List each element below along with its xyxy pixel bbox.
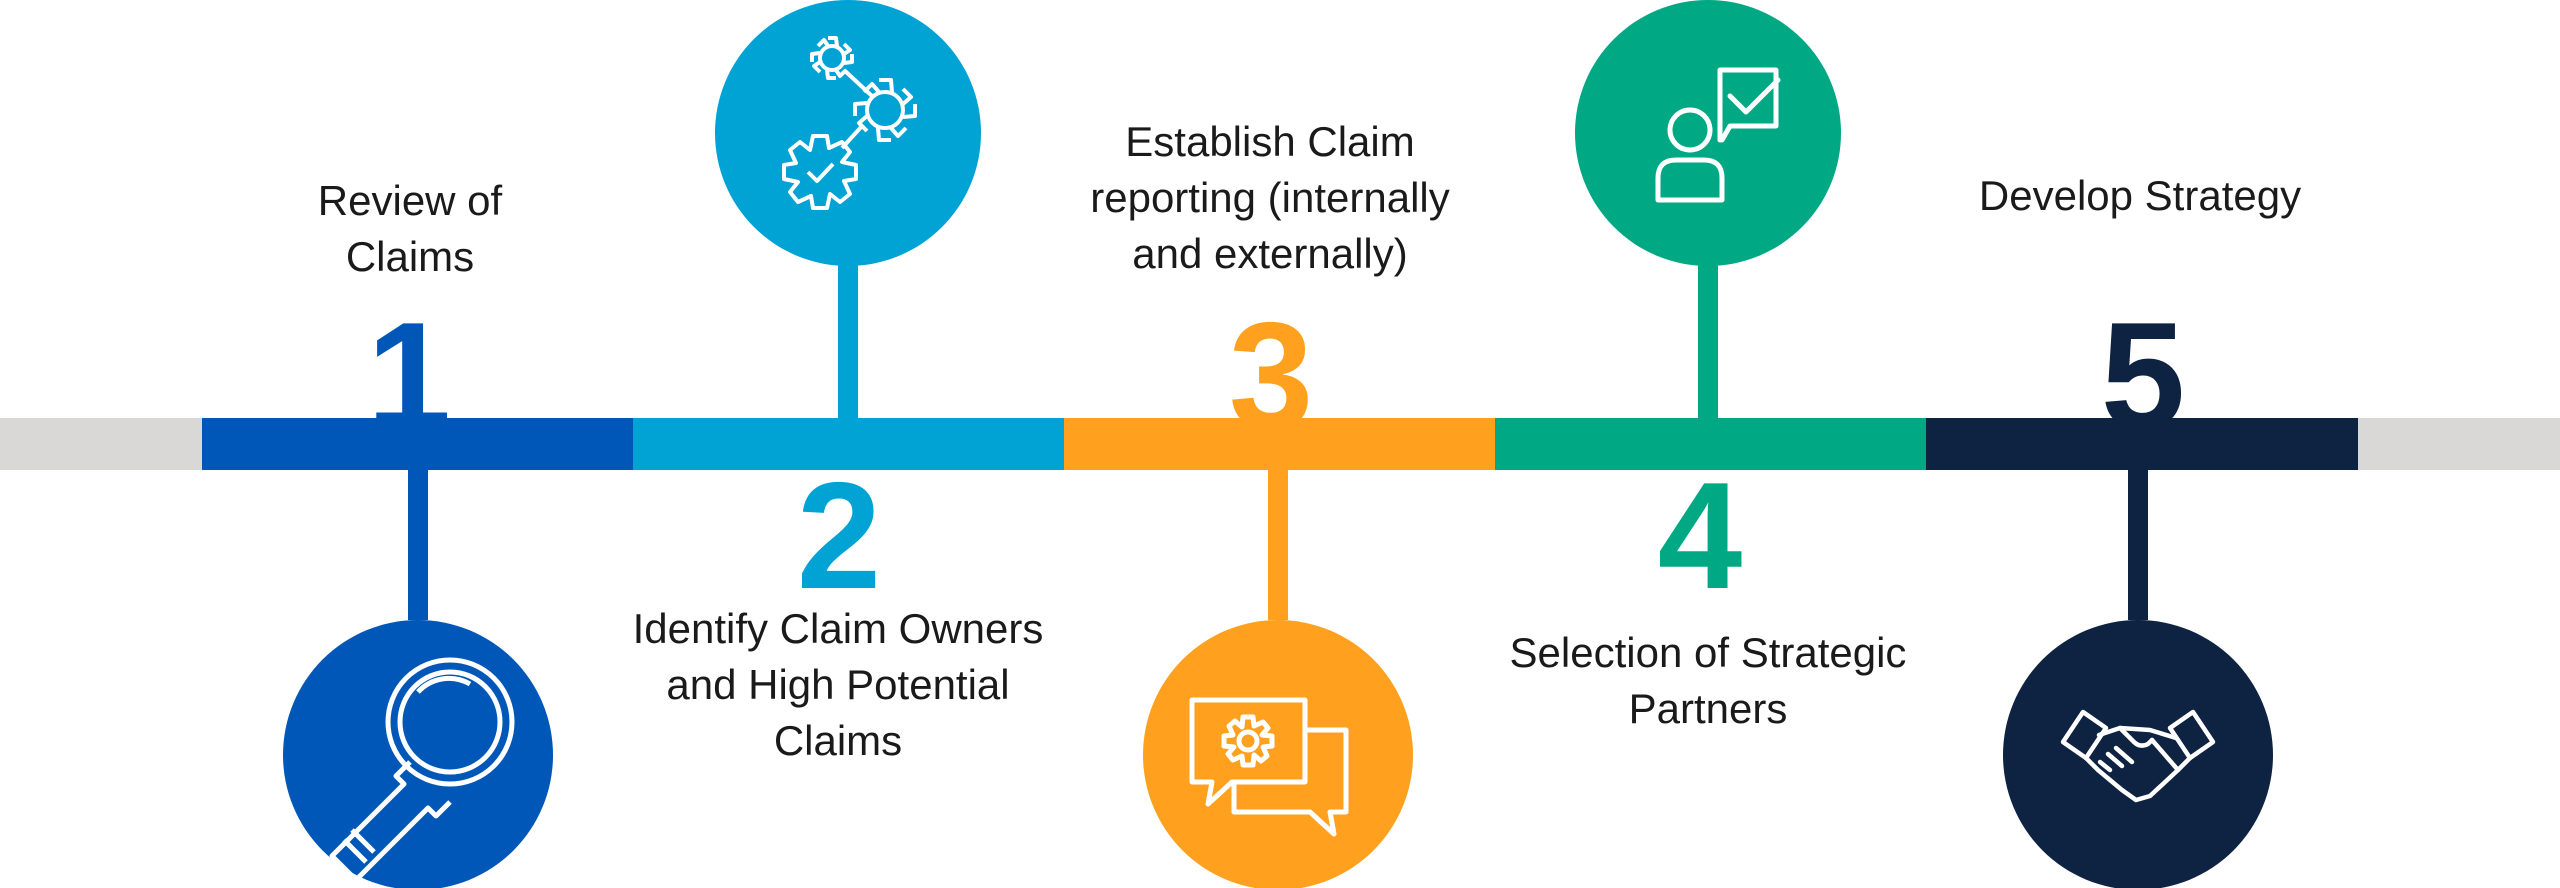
stem-5 [2128,470,2148,620]
step-5-label: Develop Strategy [1900,168,2380,224]
segment-1 [202,418,634,470]
step-2-label-line: and High Potential [666,661,1010,708]
step-1-number: 1 [366,291,452,461]
step-1-label-line: Claims [345,233,475,280]
segment-4 [1495,418,1927,470]
gears-network-icon [782,36,917,210]
step-3-label: Establish Claim reporting (internally an… [1030,114,1510,282]
segment-5 [1926,418,2358,470]
stem-2 [838,260,858,420]
step-4-circle [1575,0,1841,266]
step-3-label-line: Establish Claim [1125,118,1415,165]
step-2-label-line: Claims [773,717,903,764]
magnifying-glass-icon [329,657,515,883]
stem-1 [408,470,428,620]
step-5-label-line: Develop Strategy [1978,172,2302,219]
step-2-circle [715,0,981,266]
step-2-label-line: Identify Claim Owners [632,605,1044,652]
step-1-circle [283,620,553,888]
step-1-label-line: Review of [317,177,503,224]
step-4-label-line: Partners [1628,685,1788,732]
stem-3 [1268,470,1288,620]
segment-2 [633,418,1065,470]
step-2-number: 2 [796,451,882,621]
segment-3 [1064,418,1496,470]
person-checkbox-icon [1655,67,1781,203]
step-5-number: 5 [2100,291,2186,461]
step-4-label-line: Selection of Strategic [1509,629,1907,676]
step-1-label: Review of Claims [250,173,570,285]
timeline-rail-right [2356,418,2560,470]
step-4-label: Selection of Strategic Partners [1448,625,1968,737]
step-5-circle [2003,620,2273,888]
timeline-rail-left [0,418,204,470]
step-3-number: 3 [1228,291,1314,461]
step-2-label: Identify Claim Owners and High Potential… [588,601,1088,769]
step-3-label-line: reporting (internally [1090,174,1450,221]
chat-bubbles-gear-icon [1189,697,1349,837]
step-3-circle [1143,620,1413,888]
handshake-icon [2060,709,2216,803]
stem-4 [1698,260,1718,420]
step-3-label-line: and externally) [1132,230,1408,277]
step-4-number: 4 [1657,451,1743,621]
